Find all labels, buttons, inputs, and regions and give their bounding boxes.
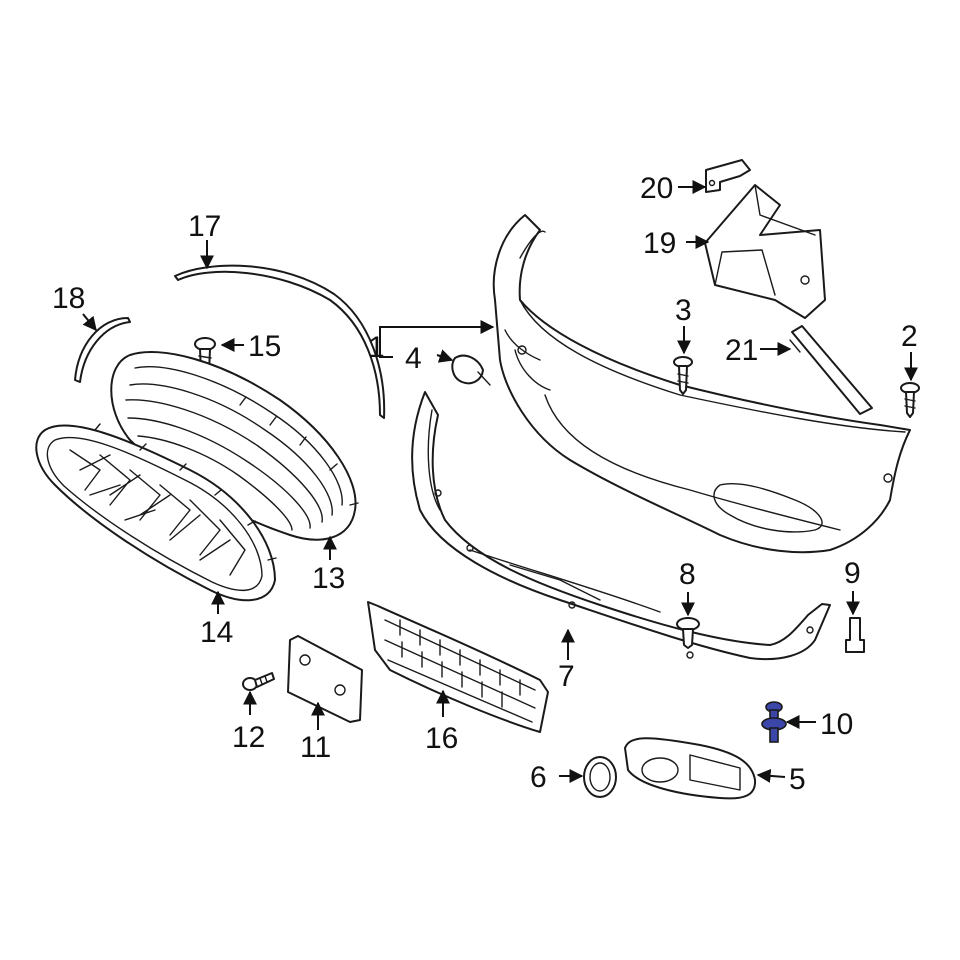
callout-7: 7 [558, 660, 575, 693]
callout-13: 13 [312, 562, 345, 595]
callout-11: 11 [300, 731, 331, 764]
push-clip-8[interactable] [676, 617, 700, 649]
fog-lamp-ring[interactable] [583, 756, 617, 798]
lower-bumper-panel[interactable] [411, 391, 831, 661]
callout-10: 10 [820, 708, 853, 741]
callout-14: 14 [200, 616, 233, 649]
lower-mesh-grille[interactable] [35, 423, 277, 602]
bracket-small[interactable] [705, 159, 751, 193]
callout-15: 15 [248, 330, 281, 363]
callout-12: 12 [232, 721, 265, 754]
license-plate-bracket[interactable] [287, 635, 363, 723]
callout-labels: 1 2 3 4 5 6 7 8 9 10 11 12 13 14 15 16 1… [52, 172, 918, 796]
fog-lamp-bezel[interactable] [624, 737, 757, 800]
pin-9[interactable] [845, 617, 865, 653]
leader-lines [82, 180, 918, 783]
callout-4: 4 [405, 342, 422, 375]
screw-3[interactable] [673, 356, 693, 395]
air-deflector[interactable] [704, 184, 826, 319]
callout-1: 1 [368, 331, 385, 364]
support-bar[interactable] [789, 325, 873, 415]
callout-18: 18 [52, 282, 85, 315]
bumper-cover[interactable] [492, 214, 911, 554]
callout-21: 21 [725, 334, 758, 367]
callout-8: 8 [679, 558, 696, 591]
bolt-12[interactable] [242, 672, 275, 691]
tow-hook-cover[interactable] [451, 354, 491, 386]
callout-3: 3 [675, 294, 692, 327]
trim-strip[interactable] [74, 317, 131, 383]
callout-6: 6 [530, 761, 547, 794]
grille-molding[interactable] [174, 264, 386, 419]
lower-grille-insert[interactable] [367, 601, 549, 733]
callout-17: 17 [188, 210, 221, 243]
callout-16: 16 [425, 722, 458, 755]
push-rivet-10[interactable] [761, 701, 787, 743]
callout-20: 20 [640, 172, 673, 205]
callout-5: 5 [789, 763, 806, 796]
screw-2[interactable] [900, 382, 920, 418]
callout-2: 2 [901, 320, 918, 353]
callout-19: 19 [643, 227, 676, 260]
callout-9: 9 [844, 557, 861, 590]
